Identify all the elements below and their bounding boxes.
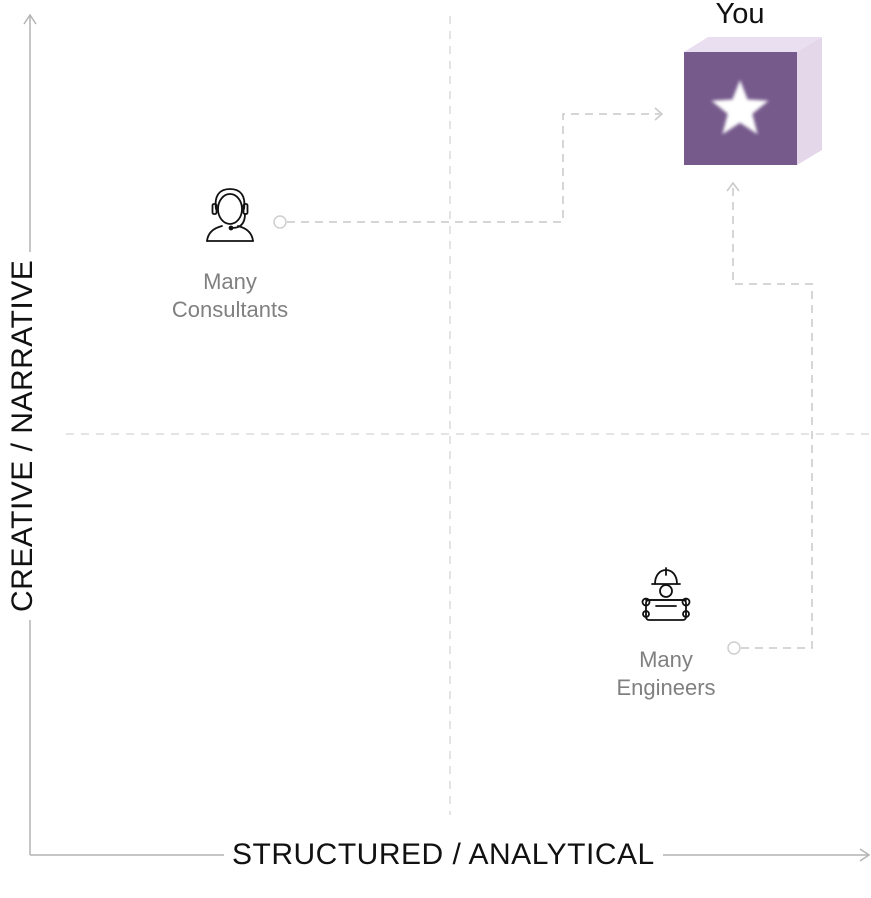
y-axis-arrowhead [23, 13, 37, 25]
consultants-label-line2: Consultants [171, 297, 289, 322]
hardhat-engineer-icon [641, 567, 691, 621]
consultants-label: Many Consultants [130, 268, 330, 324]
you-box-top [684, 37, 822, 52]
headset-person-icon [206, 188, 254, 242]
x-axis-label: STRUCTURED / ANALYTICAL [224, 836, 663, 874]
engineers-connector-arrowhead [726, 181, 740, 192]
y-axis-label: CREATIVE / NARRATIVE [4, 251, 42, 620]
consultants-connector-arrowhead [654, 107, 664, 121]
x-axis-arrowhead [859, 848, 871, 862]
engineers-label: Many Engineers [566, 646, 766, 702]
star-icon [711, 80, 769, 135]
engineers-label-line2: Engineers [616, 675, 716, 700]
engineers-connector-line [732, 186, 813, 649]
you-box [684, 37, 822, 165]
you-label: You [715, 0, 765, 30]
consultants-connector-line [287, 113, 660, 223]
engineers-connector-origin [727, 641, 741, 655]
consultants-connector-origin [273, 215, 287, 229]
engineers-label-line1: Many [639, 647, 693, 672]
consultants-label-line1: Many [203, 269, 257, 294]
you-box-side [797, 37, 822, 165]
